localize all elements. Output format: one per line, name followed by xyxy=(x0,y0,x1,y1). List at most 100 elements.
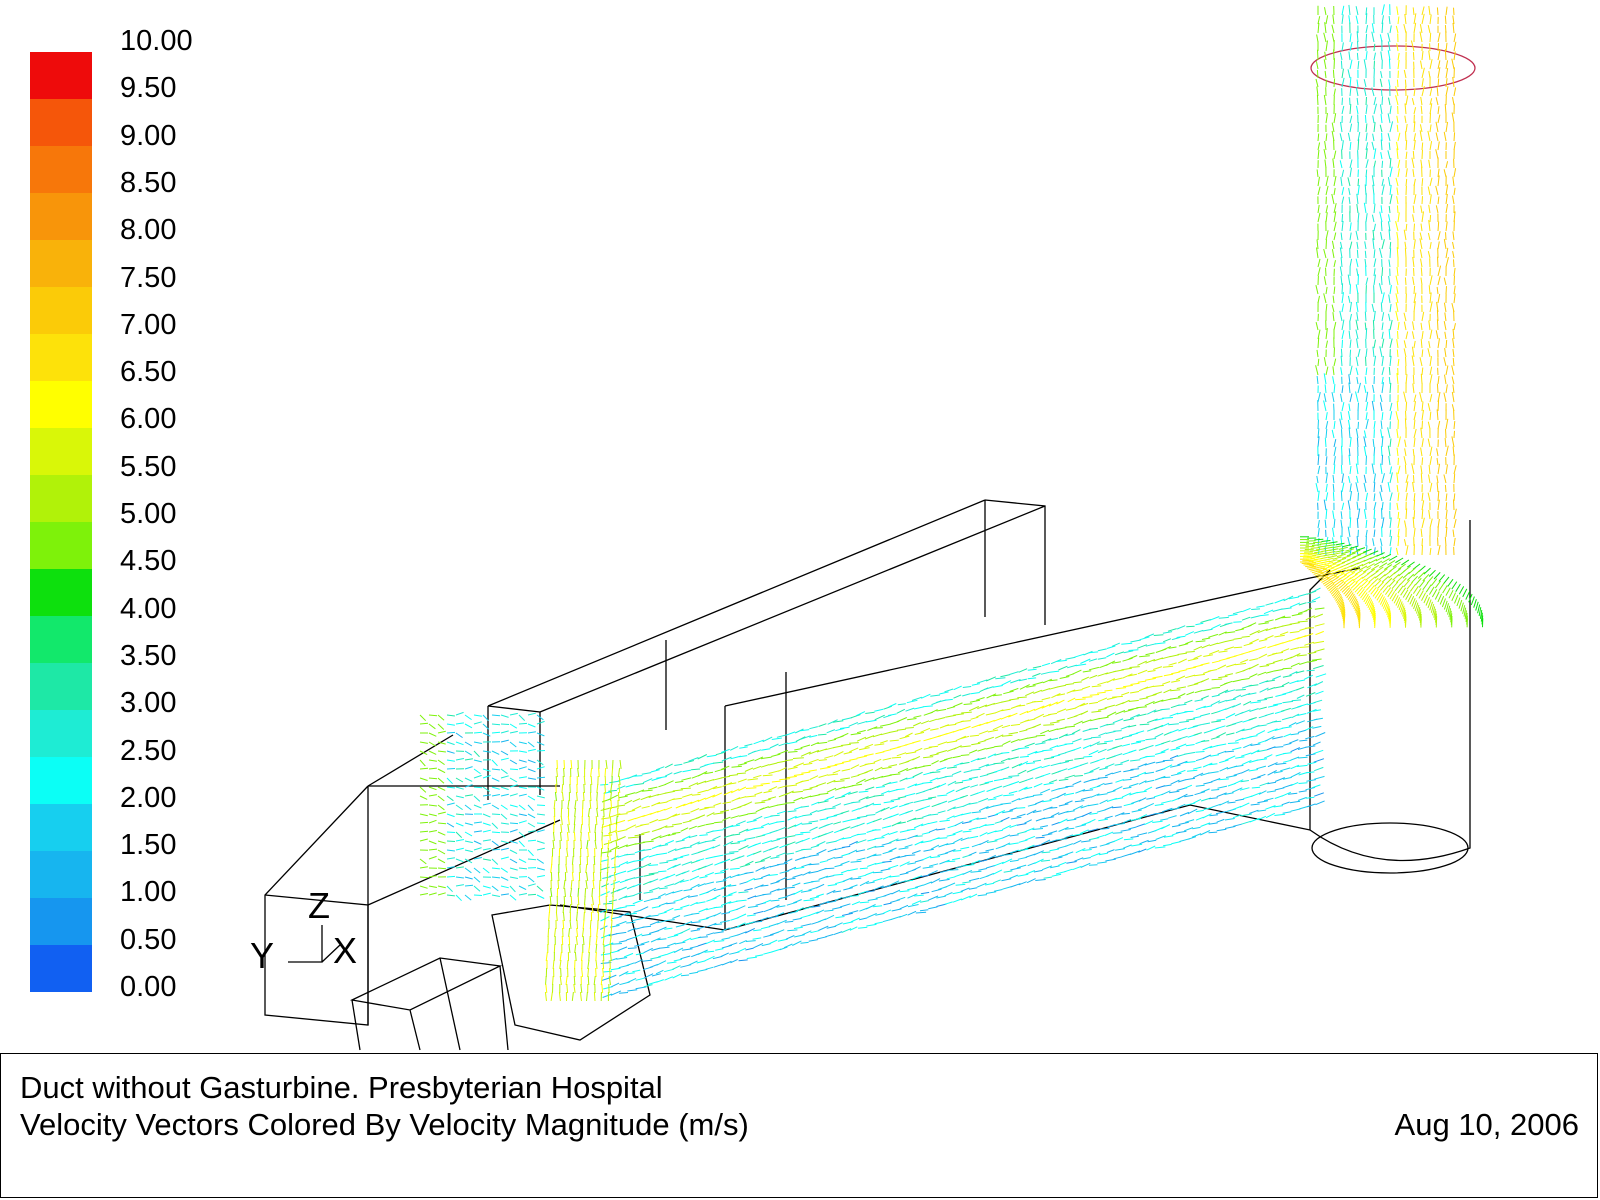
velocity-vector xyxy=(1413,411,1417,421)
velocity-vector xyxy=(1323,357,1327,367)
velocity-vector xyxy=(1316,349,1319,358)
velocity-vector xyxy=(1458,586,1465,595)
velocity-vector xyxy=(500,775,509,779)
velocity-vector xyxy=(1451,58,1455,70)
velocity-vector xyxy=(632,775,643,777)
velocity-vector xyxy=(491,723,501,726)
velocity-vector xyxy=(1017,873,1029,877)
velocity-vector xyxy=(842,819,853,823)
velocity-vector xyxy=(905,727,914,729)
velocity-vector xyxy=(768,874,778,876)
velocity-vector xyxy=(602,970,613,973)
velocity-vector xyxy=(1365,492,1368,502)
velocity-vector xyxy=(1429,112,1431,124)
velocity-vector xyxy=(473,876,481,883)
outlet-ring xyxy=(1310,45,1476,91)
velocity-vector xyxy=(1128,673,1137,677)
velocity-vector xyxy=(1259,614,1269,617)
velocity-vector xyxy=(714,871,726,875)
velocity-vector xyxy=(619,992,629,994)
velocity-vector xyxy=(1027,862,1036,867)
velocity-vector xyxy=(1453,518,1457,529)
velocity-vector xyxy=(1379,583,1387,591)
velocity-vector xyxy=(1091,685,1102,688)
velocity-vector xyxy=(1079,829,1089,834)
velocity-vector xyxy=(752,920,763,923)
velocity-vector xyxy=(1357,274,1359,286)
velocity-vector xyxy=(753,910,764,915)
velocity-vector xyxy=(1128,826,1137,830)
velocity-vector xyxy=(705,856,716,860)
velocity-vector xyxy=(866,719,877,723)
velocity-vector xyxy=(1413,107,1417,115)
velocity-vector xyxy=(617,836,626,841)
velocity-vector xyxy=(1194,689,1203,694)
velocity-vector xyxy=(588,943,591,953)
velocity-vector xyxy=(858,796,869,802)
velocity-vector xyxy=(473,768,481,775)
colorbar-cell xyxy=(30,99,92,146)
velocity-vector xyxy=(446,768,456,770)
velocity-vector xyxy=(1452,384,1455,394)
velocity-vector xyxy=(623,952,634,958)
velocity-vector xyxy=(1232,694,1242,700)
velocity-vector xyxy=(1325,303,1328,313)
velocity-vector xyxy=(1389,248,1392,259)
velocity-vector xyxy=(1379,247,1383,259)
velocity-vector xyxy=(1405,331,1409,340)
velocity-vector xyxy=(1282,675,1292,678)
velocity-vector xyxy=(1380,139,1383,151)
velocity-vector xyxy=(1421,13,1425,25)
velocity-vector xyxy=(947,806,956,812)
duct-wireframe xyxy=(264,499,1471,1051)
velocity-vector xyxy=(1154,751,1166,755)
velocity-vector xyxy=(1001,708,1011,712)
velocity-vector xyxy=(1381,517,1385,529)
velocity-vector xyxy=(1263,609,1274,615)
velocity-vector xyxy=(569,887,573,897)
velocity-vector xyxy=(891,756,902,759)
velocity-vector xyxy=(955,883,966,886)
velocity-vector xyxy=(1428,464,1431,475)
velocity-vector xyxy=(1413,527,1416,538)
velocity-vector xyxy=(1434,591,1440,600)
velocity-vector xyxy=(1209,616,1220,621)
velocity-vector xyxy=(1265,626,1276,632)
velocity-vector xyxy=(1421,457,1424,466)
velocity-vector xyxy=(554,791,557,801)
velocity-vector xyxy=(1171,824,1181,828)
velocity-vector xyxy=(1027,668,1037,671)
velocity-vector xyxy=(1315,800,1325,806)
velocity-vector xyxy=(635,977,644,981)
velocity-vector xyxy=(1443,169,1447,178)
velocity-vector xyxy=(1421,492,1424,502)
velocity-vector xyxy=(1334,579,1343,586)
velocity-vector xyxy=(446,840,456,842)
velocity-vector xyxy=(1451,592,1457,602)
velocity-vector xyxy=(1208,831,1218,834)
velocity-vector xyxy=(1373,274,1376,286)
velocity-vector xyxy=(1097,861,1107,864)
velocity-vector xyxy=(1405,178,1408,187)
velocity-vector xyxy=(464,831,473,837)
velocity-vector xyxy=(1435,132,1439,142)
velocity-vector xyxy=(1056,699,1065,705)
velocity-vector xyxy=(1032,828,1044,830)
velocity-vector xyxy=(1470,596,1475,606)
velocity-vector xyxy=(1257,749,1268,753)
velocity-vector xyxy=(1325,239,1327,250)
velocity-vector xyxy=(1082,789,1094,792)
velocity-vector xyxy=(1162,759,1174,762)
velocity-vector xyxy=(985,676,997,682)
velocity-vector xyxy=(590,775,593,786)
velocity-vector xyxy=(1336,595,1343,604)
velocity-vector xyxy=(1395,293,1399,304)
velocity-vector xyxy=(738,845,749,851)
velocity-vector xyxy=(921,805,931,810)
velocity-vector xyxy=(1200,662,1210,666)
velocity-vector xyxy=(575,791,578,801)
velocity-vector xyxy=(770,814,780,817)
velocity-vector xyxy=(1104,704,1116,709)
velocity-vector xyxy=(744,759,755,764)
velocity-vector xyxy=(1341,5,1345,16)
